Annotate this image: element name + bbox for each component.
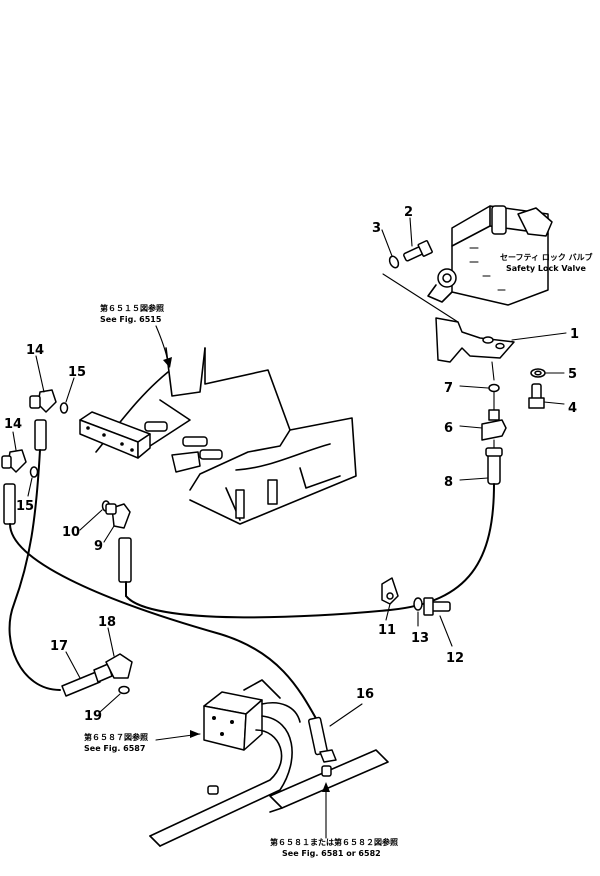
washer-3 bbox=[388, 255, 400, 269]
ref-6515-jp: 第６５１５図参照 bbox=[100, 303, 164, 313]
hose-17 bbox=[61, 663, 113, 697]
callout-6: 6 bbox=[444, 421, 453, 436]
callout-15-upper: 15 bbox=[68, 365, 86, 380]
elbow-18 bbox=[105, 653, 133, 679]
callout-1: 1 bbox=[570, 327, 579, 342]
callout-3: 3 bbox=[372, 221, 381, 236]
callout-18: 18 bbox=[98, 615, 116, 630]
junction-block bbox=[79, 411, 151, 459]
callout-7: 7 bbox=[444, 381, 453, 396]
o-ring-15-upper bbox=[59, 402, 69, 414]
bolt-2 bbox=[403, 240, 433, 262]
ref-6581-en: See Fig. 6581 or 6582 bbox=[282, 849, 381, 858]
washer-5 bbox=[530, 368, 546, 378]
valve-label-jp: セーフティ ロック バルブ bbox=[500, 252, 593, 262]
callout-16: 16 bbox=[356, 687, 374, 702]
clip-11 bbox=[381, 577, 399, 605]
hose-16 bbox=[308, 716, 337, 763]
callout-10: 10 bbox=[62, 525, 80, 540]
bracket-1 bbox=[435, 317, 567, 363]
callout-5: 5 bbox=[568, 367, 577, 382]
callout-15-lower: 15 bbox=[16, 499, 34, 514]
callout-11: 11 bbox=[378, 623, 396, 638]
hose-end-center bbox=[118, 537, 132, 583]
adapter-6 bbox=[481, 409, 507, 441]
o-ring-7 bbox=[488, 383, 500, 393]
callout-19: 19 bbox=[84, 709, 102, 724]
ref-6515-en: See Fig. 6515 bbox=[100, 315, 162, 324]
floor-beam bbox=[269, 749, 389, 813]
elbow-14-lower bbox=[1, 449, 27, 473]
control-block-6587 bbox=[149, 679, 301, 847]
callout-4: 4 bbox=[568, 401, 577, 416]
safety-lock-valve bbox=[427, 205, 553, 306]
ref-6587-en: See Fig. 6587 bbox=[84, 744, 145, 753]
callout-2: 2 bbox=[404, 205, 413, 220]
ref-6581-jp: 第６５８１または第６５８２図参照 bbox=[270, 837, 398, 847]
o-ring-19 bbox=[118, 685, 130, 695]
valve-label-en: Safety Lock Valve bbox=[506, 264, 586, 273]
bolt-12 bbox=[423, 597, 451, 616]
callout-12: 12 bbox=[446, 651, 464, 666]
callout-14-upper: 14 bbox=[26, 343, 44, 358]
callout-13: 13 bbox=[411, 631, 429, 646]
washer-13 bbox=[413, 597, 423, 611]
floor-frame bbox=[95, 347, 357, 525]
ref-6587-jp: 第６５８７図参照 bbox=[84, 732, 148, 742]
hose-end-lower bbox=[3, 483, 16, 525]
callout-14-lower: 14 bbox=[4, 417, 22, 432]
o-ring-15-lower bbox=[29, 466, 39, 478]
bolt-4 bbox=[528, 383, 545, 409]
elbow-14-upper bbox=[29, 389, 57, 413]
hose-8 bbox=[485, 439, 503, 485]
callout-9: 9 bbox=[94, 539, 103, 554]
callout-17: 17 bbox=[50, 639, 68, 654]
hose-end-upper bbox=[34, 419, 47, 451]
callout-8: 8 bbox=[444, 475, 453, 490]
elbow-9 bbox=[105, 503, 131, 529]
hose-lines bbox=[8, 449, 495, 723]
